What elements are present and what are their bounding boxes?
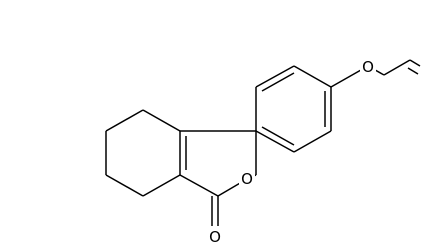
bond-c2-c3 xyxy=(293,65,332,88)
carbonyl-oxygen-label-bg xyxy=(207,226,223,246)
ring-oxygen-label: O xyxy=(241,170,253,188)
bond-c1-c2 xyxy=(255,65,295,88)
bond-c4-c4a xyxy=(293,130,332,153)
bond-c4a-c4b-ring xyxy=(255,130,295,153)
bond-c10-c10a xyxy=(142,109,181,132)
ether-oxygen-label-bg xyxy=(360,56,376,76)
bond-ch2-ch xyxy=(383,59,411,76)
bond-c6a-c6 xyxy=(179,174,219,197)
bond-ch-ch xyxy=(409,59,421,67)
bond-c4a-c4b-ring-double xyxy=(261,126,295,146)
ring-oxygen-label-bg xyxy=(239,168,255,188)
bond-c6a-c7 xyxy=(142,174,181,197)
bond-c1-c2-double xyxy=(261,72,295,92)
bond-ch-ch-double xyxy=(407,67,419,75)
ether-oxygen-label: O xyxy=(362,58,374,76)
carbonyl-oxygen-label: O xyxy=(209,228,221,246)
bond-c9-c10 xyxy=(105,109,144,132)
bond-c7-c8 xyxy=(105,174,144,197)
